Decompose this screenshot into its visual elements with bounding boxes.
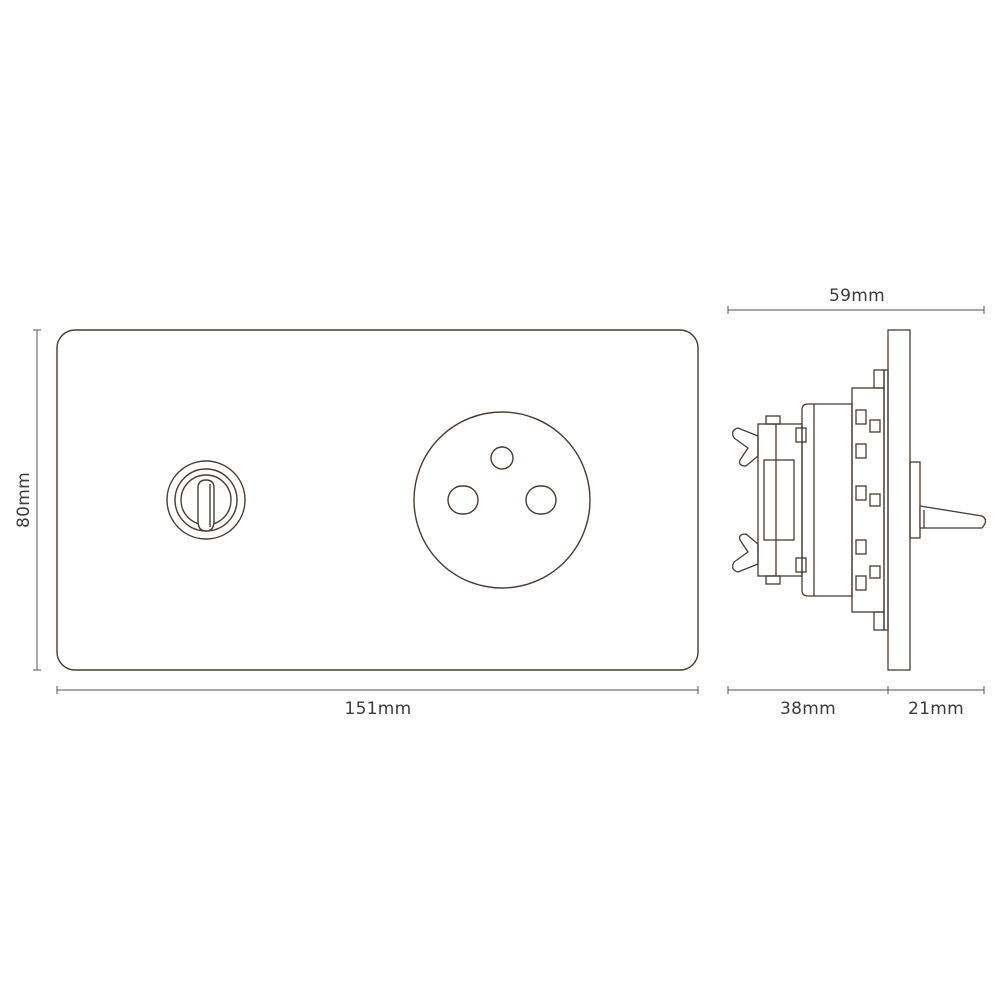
rear-inner-block	[763, 459, 795, 541]
socket-earth-pin	[490, 446, 514, 470]
frame-tab-top	[873, 369, 885, 389]
socket-face	[413, 411, 591, 589]
front-view	[56, 329, 699, 671]
frame-tab-bottom	[873, 611, 885, 631]
front-depth-label: 21mm	[908, 699, 964, 719]
toggle-bushing	[909, 461, 921, 539]
frame-slot-3	[869, 565, 881, 579]
frame-notch-5	[855, 575, 867, 591]
switch-body	[801, 403, 853, 597]
side-view	[732, 329, 987, 671]
plate-edge	[887, 329, 911, 671]
width-label: 151mm	[344, 699, 411, 719]
frame-slot-1	[869, 419, 881, 433]
clamp-wing-top	[732, 427, 759, 467]
toggle-switch	[166, 460, 246, 540]
socket-outlet	[413, 411, 591, 589]
back-depth-label: 38mm	[780, 699, 836, 719]
frame-notch-4	[855, 539, 867, 555]
socket-hole-right	[525, 485, 557, 515]
toggle-lever-side	[919, 505, 987, 529]
frame-notch-3	[855, 485, 867, 501]
faceplate	[56, 329, 699, 671]
terminal-top-1	[765, 415, 781, 425]
terminal-top-2	[795, 427, 807, 443]
toggle-lever	[197, 479, 215, 532]
frame-notch-1	[855, 409, 867, 425]
side-view-dimensions	[727, 306, 985, 694]
terminal-bottom-1	[765, 575, 781, 585]
frame-slot-2	[869, 493, 881, 507]
height-label: 80mm	[14, 472, 34, 528]
total-depth-label: 59mm	[829, 286, 885, 306]
toggle-bezel-outer	[166, 460, 246, 540]
terminal-bottom-2	[795, 557, 807, 573]
front-view-dimensions	[33, 329, 699, 694]
socket-hole-left	[447, 485, 479, 515]
frame-notch-2	[855, 443, 867, 459]
clamp-wing-bottom	[732, 533, 759, 573]
